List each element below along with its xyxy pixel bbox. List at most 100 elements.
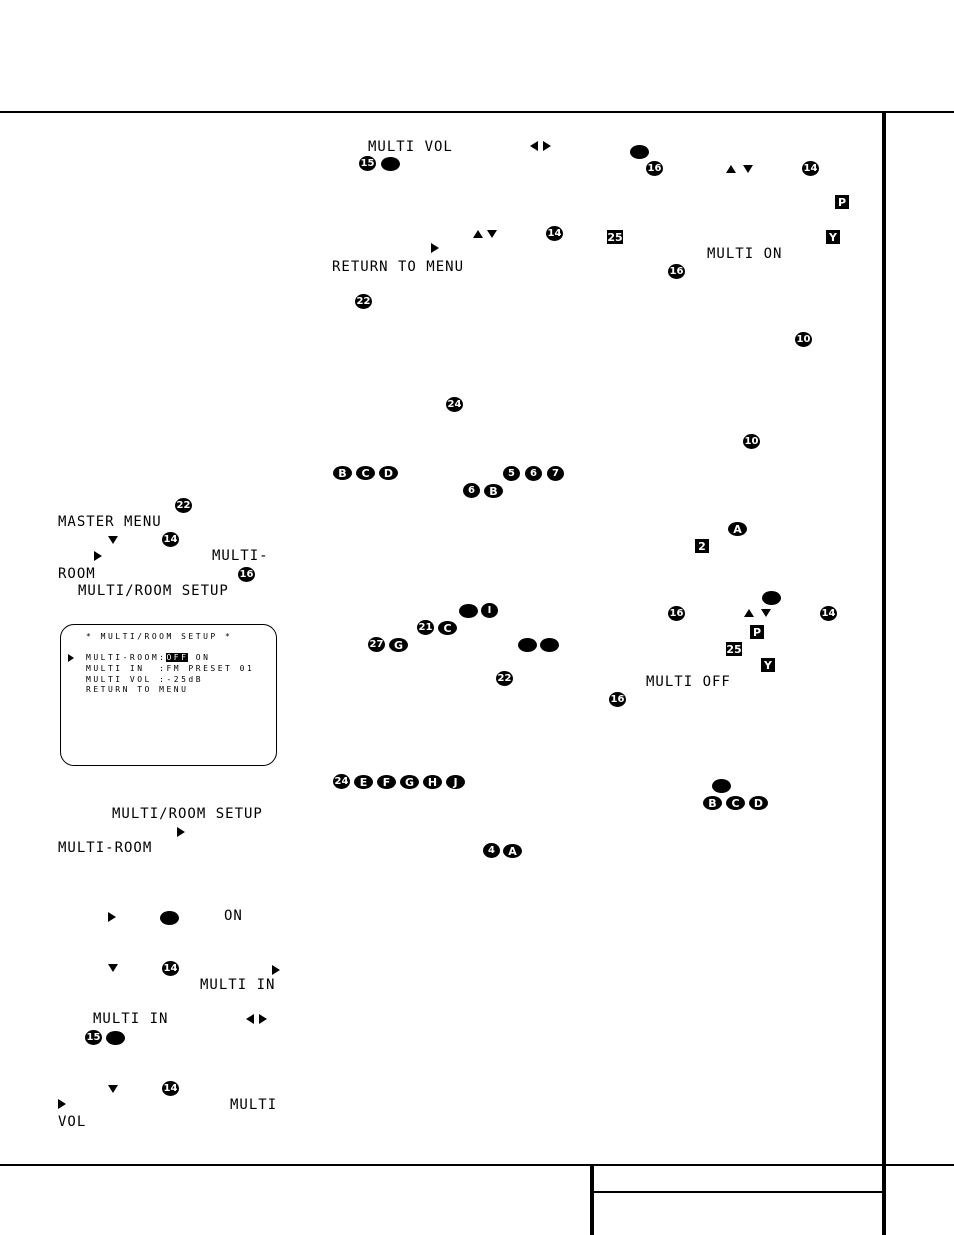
osd-row-multi-in: MULTI IN :FM PRESET 01 bbox=[86, 664, 255, 673]
blank-oval-icon bbox=[518, 638, 537, 652]
osd-row-multi-room: MULTI-ROOM:OFF ON bbox=[86, 653, 210, 663]
badge-10: 10 bbox=[795, 332, 812, 347]
badge-22: 22 bbox=[355, 294, 372, 309]
down-arrow-icon bbox=[108, 964, 118, 972]
blank-oval-icon bbox=[381, 157, 400, 171]
badge-22: 22 bbox=[175, 498, 192, 513]
badge-15: 15 bbox=[85, 1030, 102, 1045]
osd-row-multi-vol: MULTI VOL :-25dB bbox=[86, 675, 204, 684]
badge-14: 14 bbox=[162, 961, 179, 976]
multi-in-text-2: MULTI IN bbox=[93, 1011, 169, 1027]
up-arrow-icon bbox=[744, 609, 754, 617]
badge-B: B bbox=[484, 484, 503, 498]
down-arrow-icon bbox=[108, 1085, 118, 1093]
multi-dash-text: MULTI- bbox=[212, 548, 269, 564]
badge-10: 10 bbox=[743, 434, 760, 449]
multi-room-setup-text-2: MULTI/ROOM SETUP bbox=[112, 806, 263, 822]
badge-25: 25 bbox=[726, 642, 742, 656]
badge-14: 14 bbox=[162, 532, 179, 547]
multi-in-text: MULTI IN bbox=[200, 977, 276, 993]
badge-21: 21 bbox=[417, 620, 434, 635]
badge-A: A bbox=[728, 522, 747, 536]
right-arrow-icon bbox=[58, 1099, 66, 1109]
blank-oval-icon bbox=[762, 591, 781, 605]
badge-6: 6 bbox=[463, 483, 480, 498]
on-text: ON bbox=[224, 908, 243, 924]
osd-cursor-icon bbox=[68, 654, 74, 662]
badge-E: E bbox=[354, 775, 373, 789]
multi-vol-text: MULTI VOL bbox=[368, 139, 453, 155]
footer-rule bbox=[590, 1191, 884, 1193]
badge-G: G bbox=[389, 638, 408, 652]
badge-2: 2 bbox=[695, 539, 709, 553]
badge-D: D bbox=[379, 466, 398, 480]
badge-27: 27 bbox=[368, 637, 385, 652]
badge-F: F bbox=[377, 775, 396, 789]
multi-on-text: MULTI ON bbox=[707, 246, 783, 262]
osd-row1-selected: OFF bbox=[166, 653, 189, 662]
badge-14: 14 bbox=[162, 1081, 179, 1096]
right-arrow-icon bbox=[108, 912, 116, 922]
left-arrow-icon bbox=[246, 1014, 254, 1024]
down-arrow-icon bbox=[761, 609, 771, 617]
badge-16: 16 bbox=[646, 161, 663, 176]
right-arrow-icon bbox=[272, 965, 280, 975]
badge-5: 5 bbox=[503, 466, 520, 481]
master-menu-text: MASTER MENU bbox=[58, 514, 162, 530]
right-arrow-icon bbox=[543, 141, 551, 151]
right-margin-bar bbox=[882, 111, 886, 1235]
room-text: ROOM bbox=[58, 566, 96, 582]
badge-7: 7 bbox=[547, 466, 564, 481]
badge-25: 25 bbox=[607, 230, 623, 244]
osd-title: * MULTI/ROOM SETUP * bbox=[86, 632, 233, 641]
vol-text: VOL bbox=[58, 1114, 87, 1130]
right-arrow-icon bbox=[177, 827, 185, 837]
badge-16: 16 bbox=[668, 264, 685, 279]
osd-row1-other: ON bbox=[188, 653, 211, 662]
badge-6: 6 bbox=[525, 466, 542, 481]
blank-oval-icon bbox=[540, 638, 559, 652]
top-rule bbox=[0, 111, 954, 113]
osd-row1-label: MULTI-ROOM: bbox=[86, 653, 167, 662]
badge-16: 16 bbox=[609, 692, 626, 707]
badge-G: G bbox=[400, 775, 419, 789]
blank-oval-icon bbox=[106, 1031, 125, 1045]
badge-B: B bbox=[333, 466, 352, 480]
badge-16: 16 bbox=[668, 606, 685, 621]
badge-D: D bbox=[749, 796, 768, 810]
right-arrow-icon bbox=[431, 243, 439, 253]
badge-14: 14 bbox=[546, 226, 563, 241]
badge-B: B bbox=[703, 796, 722, 810]
down-arrow-icon bbox=[108, 536, 118, 544]
badge-Y: Y bbox=[761, 658, 775, 672]
badge-C: C bbox=[356, 466, 375, 480]
badge-C: C bbox=[726, 796, 745, 810]
badge-22: 22 bbox=[496, 671, 513, 686]
badge-16: 16 bbox=[238, 567, 255, 582]
badge-14: 14 bbox=[820, 606, 837, 621]
badge-15: 15 bbox=[359, 156, 376, 171]
right-arrow-icon bbox=[259, 1014, 267, 1024]
badge-Y: Y bbox=[826, 230, 840, 244]
badge-14: 14 bbox=[802, 161, 819, 176]
blank-oval-icon bbox=[160, 911, 179, 925]
multi-text: MULTI bbox=[230, 1097, 278, 1113]
badge-A: A bbox=[503, 844, 522, 858]
left-arrow-icon bbox=[530, 141, 538, 151]
badge-4: 4 bbox=[483, 843, 500, 858]
badge-24: 24 bbox=[333, 774, 350, 789]
multi-room-setup-text: MULTI/ROOM SETUP bbox=[78, 583, 229, 599]
osd-screen bbox=[60, 624, 277, 766]
return-to-menu-text: RETURN TO MENU bbox=[332, 259, 465, 275]
up-arrow-icon bbox=[473, 230, 483, 238]
footer-divider bbox=[590, 1164, 594, 1235]
badge-J: J bbox=[446, 775, 465, 789]
multi-room-text: MULTI-ROOM bbox=[58, 840, 153, 856]
right-arrow-icon bbox=[94, 551, 102, 561]
badge-I: I bbox=[481, 603, 498, 618]
badge-H: H bbox=[423, 775, 442, 789]
blank-oval-icon bbox=[459, 604, 478, 618]
badge-C: C bbox=[438, 621, 457, 635]
up-arrow-icon bbox=[726, 165, 736, 173]
osd-row-return: RETURN TO MENU bbox=[86, 685, 189, 694]
